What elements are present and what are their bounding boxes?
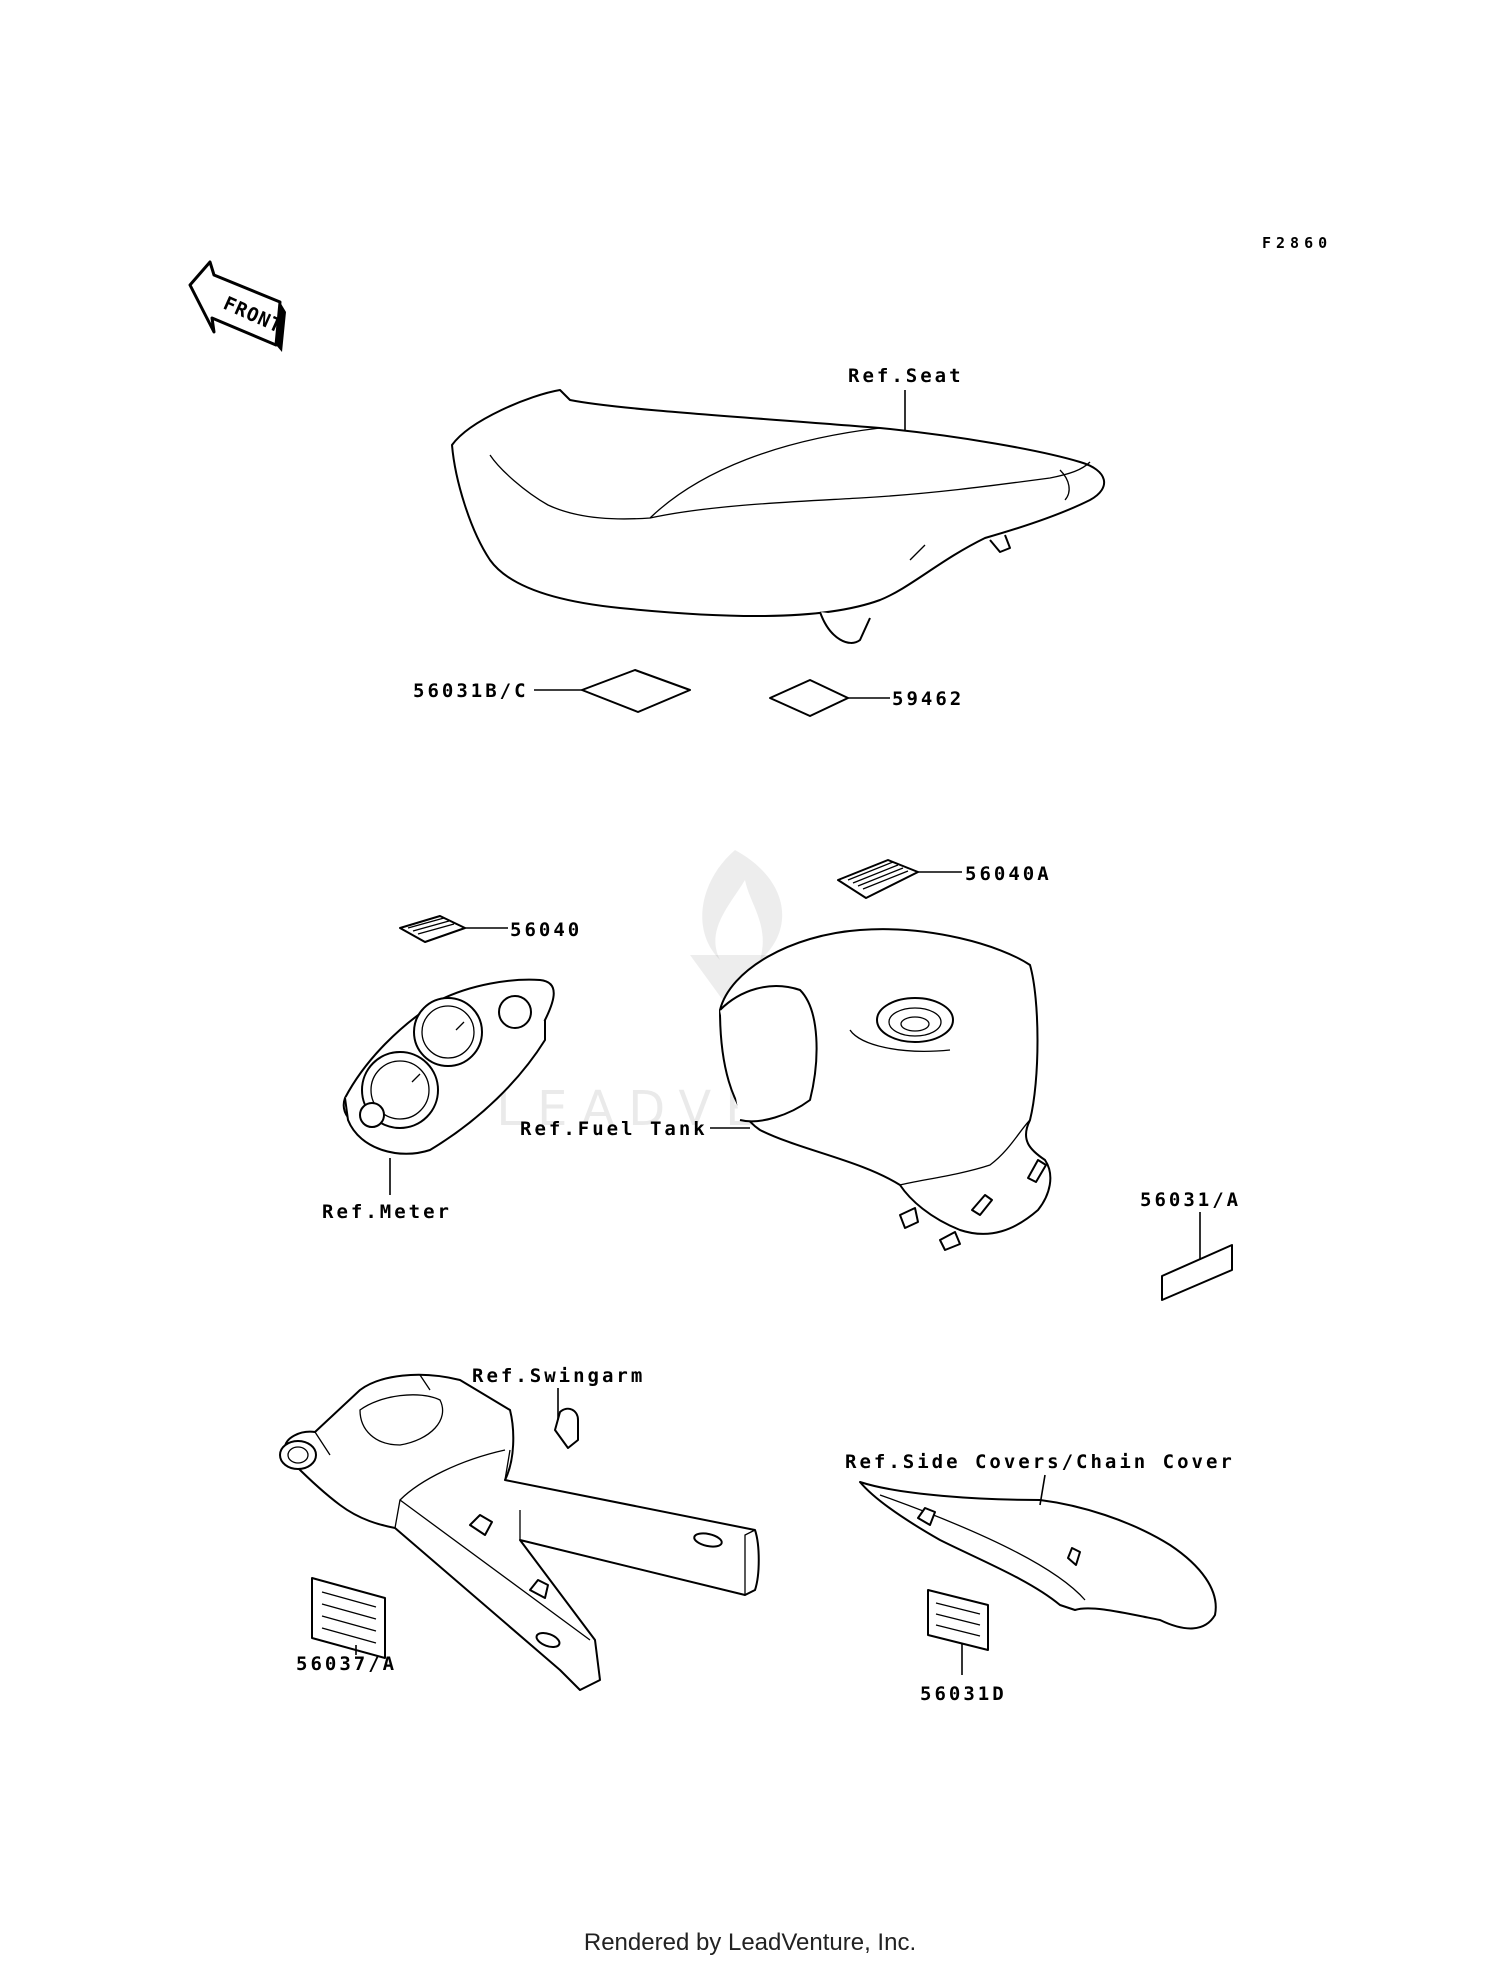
decal-56031d: [927, 1589, 989, 1651]
label-ref-seat: Ref.Seat: [848, 365, 964, 387]
decal-56040a: [837, 859, 919, 899]
diagram-code: F2860: [1262, 234, 1332, 252]
label-ref-swingarm: Ref.Swingarm: [472, 1365, 645, 1387]
footer-credit: Rendered by LeadVenture, Inc.: [584, 1929, 916, 1956]
label-ref-side-covers: Ref.Side Covers/Chain Cover: [845, 1451, 1235, 1473]
leader-side-covers: [1039, 1474, 1046, 1506]
label-56040: 56040: [510, 919, 582, 941]
front-arrow-icon: FRONT: [188, 260, 286, 352]
decal-56031a: [1161, 1244, 1233, 1301]
chain-cover-drawing: [859, 1481, 1217, 1630]
decal-56037a: [311, 1577, 386, 1659]
label-56031a: 56031/A: [1140, 1189, 1241, 1211]
swingarm-drawing: [279, 1373, 760, 1691]
decal-59462: [769, 679, 849, 717]
label-56031bc: 56031B/C: [413, 680, 529, 702]
decal-56040: [399, 915, 466, 943]
label-59462: 59462: [892, 688, 964, 710]
label-56040a: 56040A: [965, 863, 1052, 885]
meter-drawing: [342, 978, 555, 1155]
seat-drawing: [451, 389, 1106, 644]
label-ref-fuel-tank: Ref.Fuel Tank: [520, 1118, 708, 1140]
label-ref-meter: Ref.Meter: [322, 1201, 452, 1223]
label-56037a: 56037/A: [296, 1653, 397, 1675]
fuel-tank-drawing: [719, 928, 1052, 1251]
decal-56031bc: [581, 669, 691, 713]
label-56031d: 56031D: [920, 1683, 1007, 1705]
